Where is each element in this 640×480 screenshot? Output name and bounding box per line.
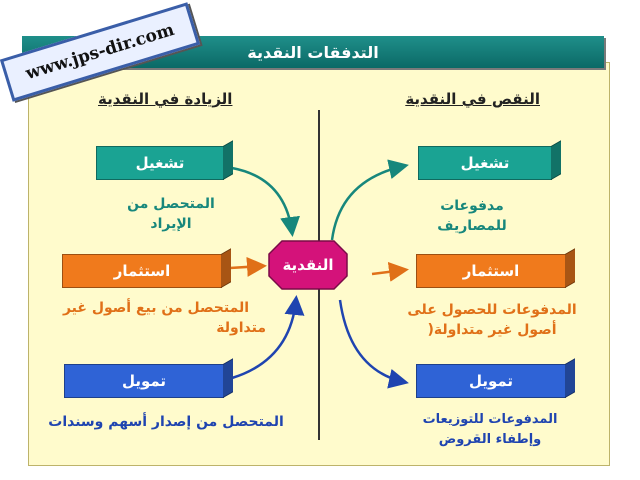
arrow-investing-out (371, 261, 409, 282)
arrow-financing-out (338, 299, 409, 389)
decrease-operating-label: تشغيل (460, 154, 510, 172)
increase-financing-caption: المتحصل من إصدار أسهم وسندات (36, 412, 296, 432)
increase-heading: الزيادة في النقدية (98, 90, 233, 108)
decrease-operating-box: تشغيل (418, 146, 552, 180)
increase-financing-caption-1: المتحصل من إصدار أسهم وسندات (48, 414, 284, 430)
octagon-shape (268, 240, 348, 290)
increase-investing-label: استثمار (113, 262, 171, 280)
decrease-investing-box: استثمار (416, 254, 566, 288)
decrease-operating-caption-1: مدفوعات (440, 198, 504, 214)
increase-investing-caption-2: متداولة (216, 320, 266, 336)
decrease-financing-caption-2: وإطفاء القروض (438, 432, 542, 447)
increase-operating-caption-2: الإيراد (150, 216, 192, 232)
increase-financing-box: تمويل (64, 364, 224, 398)
decrease-financing-label: تمويل (468, 372, 514, 390)
increase-operating-box: تشغيل (96, 146, 224, 180)
title-text: التدفقات النقدية (247, 42, 379, 62)
decrease-operating-caption-2: للمصاريف (437, 218, 507, 234)
increase-operating-caption: المتحصل من الإيراد (96, 194, 246, 234)
increase-investing-box: استثمار (62, 254, 222, 288)
decrease-heading: النقص في النقدية (405, 90, 540, 108)
decrease-investing-caption: المدفوعات للحصول على أصول غير متداولة( (392, 300, 592, 340)
arrow-operating-out (330, 159, 409, 241)
increase-operating-label: تشغيل (135, 154, 185, 172)
arrow-operating-in (231, 166, 300, 237)
center-cash-node: النقدية (268, 240, 348, 290)
decrease-investing-caption-2: أصول غير متداولة( (427, 322, 557, 338)
arrow-financing-in (231, 295, 305, 380)
decrease-investing-caption-1: المدفوعات للحصول على (407, 302, 577, 318)
decrease-financing-caption: المدفوعات للتوزيعات وإطفاء القروض (400, 410, 580, 450)
increase-investing-caption: المتحصل من بيع أصول غير متداولة (46, 298, 266, 338)
increase-financing-label: تمويل (121, 372, 167, 390)
increase-investing-caption-1: المتحصل من بيع أصول غير (62, 300, 250, 316)
decrease-financing-caption-1: المدفوعات للتوزيعات (422, 412, 558, 427)
center-label: النقدية (282, 256, 334, 274)
decrease-investing-label: استثمار (462, 262, 520, 280)
arrow-investing-in (229, 256, 267, 277)
decrease-financing-box: تمويل (416, 364, 566, 398)
increase-operating-caption-1: المتحصل من (127, 196, 215, 212)
decrease-operating-caption: مدفوعات للمصاريف (402, 196, 542, 236)
